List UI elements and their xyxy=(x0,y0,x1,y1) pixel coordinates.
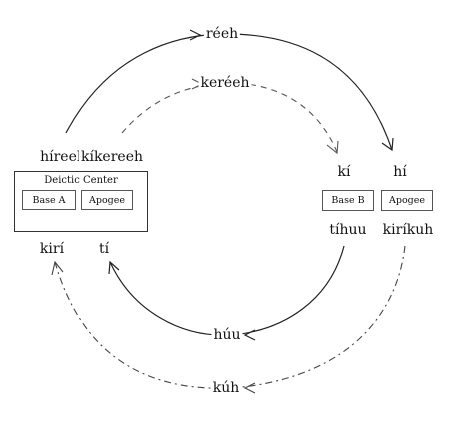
apogee-box-b: Apogee xyxy=(381,190,433,211)
base-b-box: Base B xyxy=(322,190,374,211)
deictic-center-panel: Deictic Center Base A Apogee xyxy=(14,171,148,232)
word-kereeh: keréeh xyxy=(198,75,252,91)
arc-top-inner xyxy=(121,82,338,153)
base-a-box: Base A xyxy=(22,190,76,210)
word-reeh: réeh xyxy=(203,26,241,42)
arc-bottom-outer xyxy=(54,245,406,389)
word-kikereeh: kíkereeh xyxy=(78,149,146,165)
arrowhead-huu xyxy=(243,329,256,341)
word-kiri: kirí xyxy=(37,241,67,257)
word-kirikuh: kiríkuh xyxy=(380,222,436,238)
apogee-box-a: Apogee xyxy=(81,190,133,210)
word-huu: húu xyxy=(211,327,243,343)
word-hireeh: híreeh xyxy=(38,149,88,165)
arrowhead-kiri xyxy=(51,260,64,276)
arc-bottom-inner xyxy=(109,245,345,336)
word-hi: hí xyxy=(391,164,409,180)
word-kuh: kúh xyxy=(210,380,242,396)
word-tihuu: tíhuu xyxy=(327,222,369,238)
word-ki: kí xyxy=(335,164,353,180)
word-ti: tí xyxy=(96,241,112,257)
arrowhead-reeh xyxy=(189,29,202,41)
deictic-center-title: Deictic Center xyxy=(44,175,118,186)
arrowhead-kuh xyxy=(243,382,256,394)
arc-top-outer xyxy=(65,33,393,151)
arrowhead-ki xyxy=(326,140,339,155)
arrowhead-ti xyxy=(108,260,120,275)
arrowhead-hi xyxy=(381,137,394,152)
